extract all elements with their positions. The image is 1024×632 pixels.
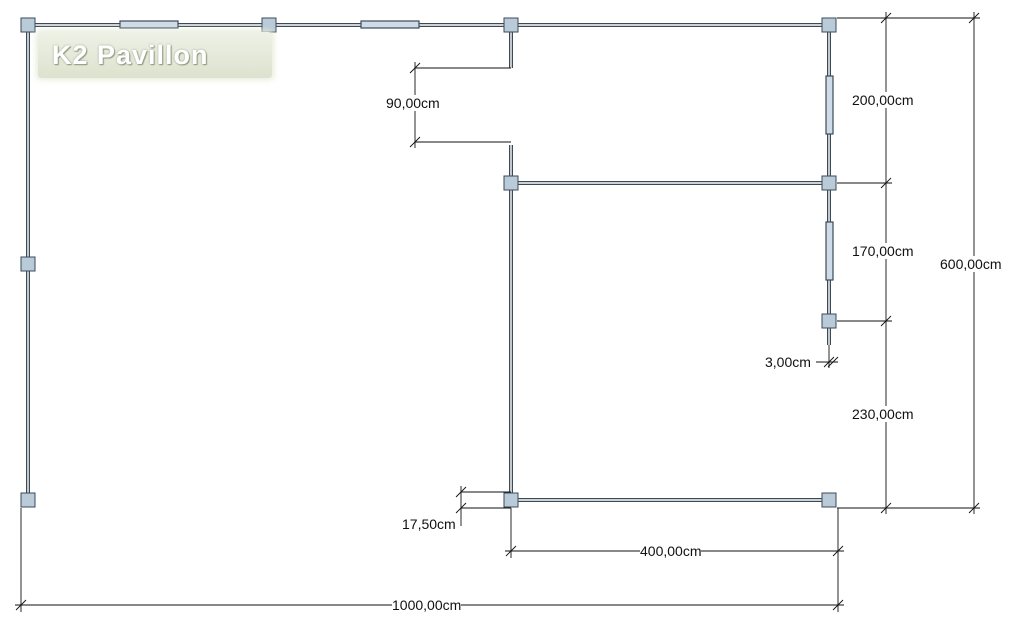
window-right-upper	[825, 75, 834, 135]
tick-bo-2	[455, 502, 467, 514]
tick-td-1	[968, 12, 980, 24]
dimension-label-right-lower: 230,00cm	[852, 406, 914, 422]
dimension-label-post-offset: 3,00cm	[765, 354, 811, 370]
posts	[20, 17, 837, 508]
tick-po-1	[823, 356, 835, 368]
dimension-label-door-gap: 90,00cm	[386, 95, 440, 111]
tick-rw-2	[832, 545, 844, 557]
post-room-bottom-left	[503, 492, 519, 508]
dimension-label-room-width: 400,00cm	[640, 543, 702, 559]
dimension-label-bottom-offset: 17,50cm	[402, 516, 456, 532]
post-top-right	[821, 17, 837, 33]
tick-rc-2	[880, 177, 892, 189]
dimension-lines	[15, 12, 980, 612]
dimension-label-right-upper: 200,00cm	[852, 92, 914, 108]
window-right-middle	[825, 221, 834, 281]
tick-po-2	[827, 356, 839, 368]
tick-tw-1	[15, 599, 27, 611]
post-room-top-left	[503, 175, 519, 191]
tick-rc-3	[880, 315, 892, 327]
tick-rw-1	[505, 545, 517, 557]
logo: K2 Pavillon	[38, 32, 272, 78]
dimension-label-total-depth: 600,00cm	[940, 256, 1002, 272]
tick-tw-2	[832, 599, 844, 611]
tick-td-2	[968, 502, 980, 514]
post-room-bottom-right	[821, 492, 837, 508]
tick-rc-1	[880, 12, 892, 24]
tick-door-top	[409, 62, 421, 74]
post-left-middle	[20, 256, 36, 272]
post-top-left	[20, 17, 36, 33]
post-top-third	[503, 17, 519, 33]
walls	[26, 23, 831, 502]
window-top-middle	[360, 20, 420, 29]
tick-rc-4	[880, 502, 892, 514]
dimension-label-right-middle: 170,00cm	[852, 243, 914, 259]
tick-bo-1	[455, 486, 467, 498]
windows	[119, 20, 834, 281]
post-room-top-right	[821, 175, 837, 191]
tick-door-bottom	[409, 136, 421, 148]
dimension-label-total-width: 1000,00cm	[392, 597, 462, 613]
post-right-lower	[821, 313, 837, 329]
post-top-second	[261, 17, 277, 33]
window-top-left	[119, 20, 179, 29]
post-bottom-left	[20, 492, 36, 508]
